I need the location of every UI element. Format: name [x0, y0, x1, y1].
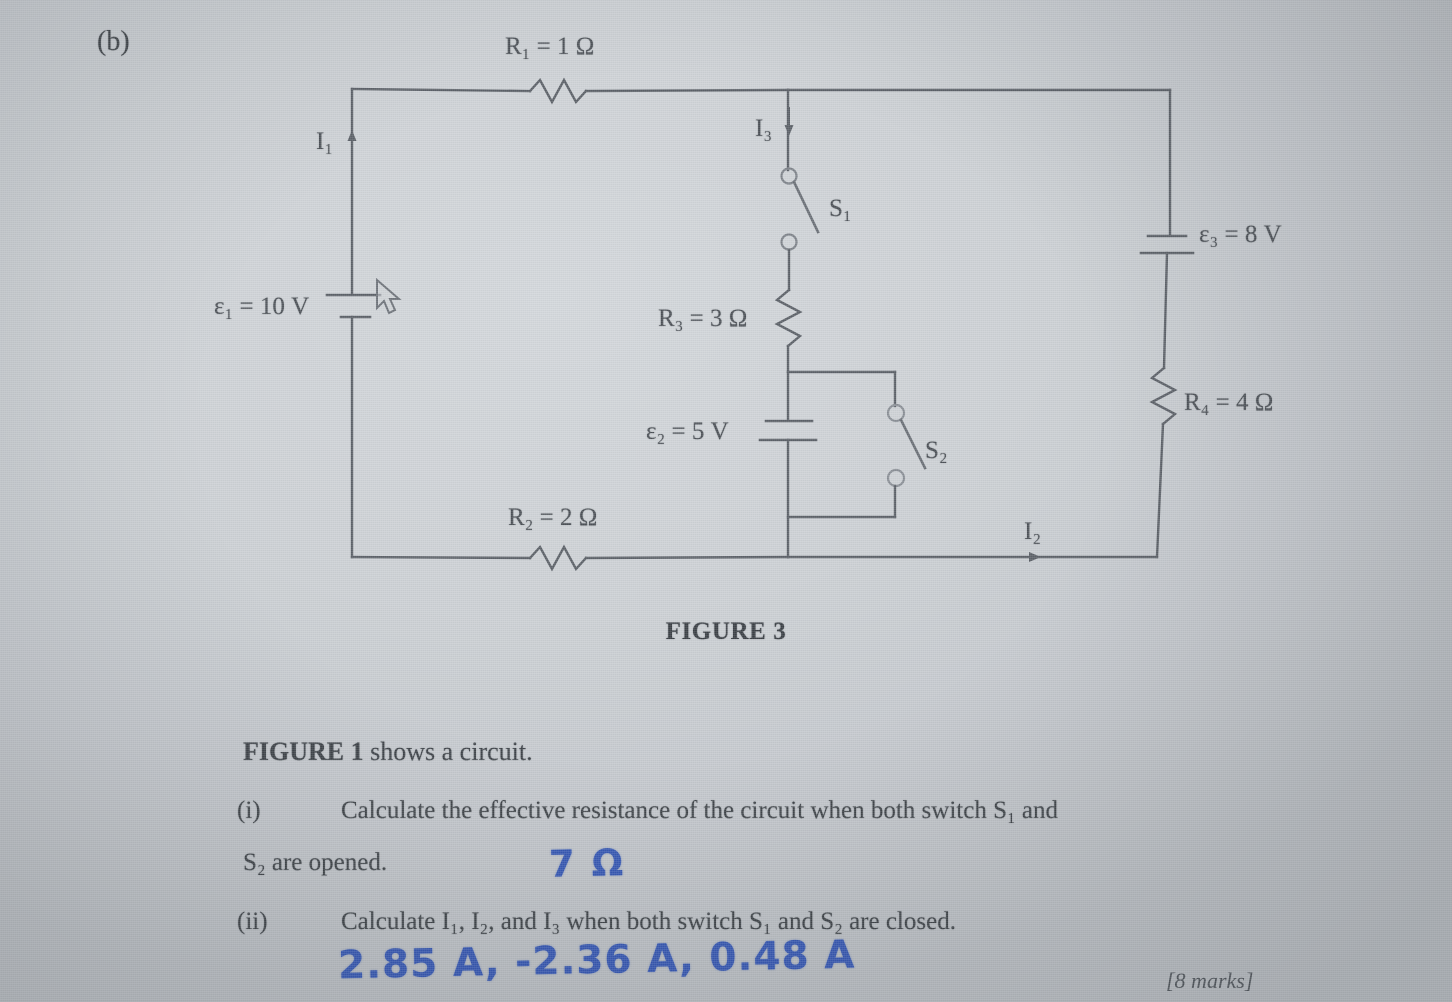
resistor-r2 [528, 544, 588, 572]
figure-caption: FIGURE 3 [665, 618, 787, 645]
circuit-schematic-svg [325, 77, 1195, 572]
wire-right-lower [1155, 422, 1165, 559]
label-r4: R₄ = 4 Ω [1184, 389, 1274, 416]
resistor-r4 [1149, 366, 1178, 426]
label-r1: R₁ = 1 Ω [505, 33, 595, 60]
marks-allocation: [8 marks] [1166, 968, 1254, 993]
current-arrow-i3-head [784, 125, 794, 136]
switch-s2-terminal-lower [886, 468, 906, 488]
label-r3: R₃ = 3 Ω [658, 305, 748, 332]
label-current-i1: I₁ [316, 128, 334, 155]
question-ii-text: Calculate I₁, I₂, and I₃ when both switc… [341, 908, 956, 935]
label-switch-s1: S₁ [829, 195, 852, 222]
wire-top-mid [584, 88, 790, 93]
current-arrow-i2-head [1029, 552, 1041, 562]
wire-right-mid [1162, 251, 1169, 370]
question-intro-rest: shows a circuit. [363, 737, 533, 766]
handwritten-answer-ii: 2.85 A, -2.36 A, 0.48 A [337, 932, 856, 989]
question-intro: FIGURE 1 shows a circuit. [243, 737, 533, 767]
circuit-diagram: R₁ = 1 Ω R₂ = 2 Ω R₃ = 3 Ω R₄ = 4 Ω ε₁ =… [214, 33, 1282, 572]
question-i-text: Calculate the effective resistance of th… [341, 797, 1059, 824]
switch-s1-terminal-lower [780, 233, 798, 251]
label-emf1: ε₁ = 10 V [214, 293, 310, 320]
label-switch-s2: S₂ [925, 437, 948, 464]
wire-bottom-left [350, 555, 532, 560]
switch-s1-blade [792, 180, 820, 234]
part-label-b: (b) [97, 26, 130, 57]
question-ii-number: (ii) [237, 908, 268, 935]
label-emf2: ε₂ = 5 V [646, 418, 729, 445]
question-intro-bold: FIGURE 1 [243, 737, 364, 766]
mouse-cursor-icon [376, 278, 402, 315]
switch-s2-blade [899, 418, 927, 470]
label-emf3: ε₃ = 8 V [1199, 221, 1282, 248]
label-current-i2: I₂ [1024, 518, 1042, 545]
question-i-continuation: S₂ are opened. [243, 849, 388, 876]
resistor-r1 [528, 77, 588, 105]
current-arrow-i1-head [347, 130, 357, 141]
resistor-r3 [774, 288, 803, 348]
label-r2: R₂ = 2 Ω [508, 504, 598, 531]
switch-s1-terminal-upper [780, 167, 798, 185]
label-current-i3: I₃ [755, 115, 773, 142]
wire-bottom-mid [584, 555, 790, 560]
handwritten-answer-i: 7 Ω [548, 841, 626, 886]
switch-s2-terminal-upper [886, 403, 906, 423]
wire-top-left [350, 87, 532, 93]
question-i-number: (i) [237, 797, 261, 824]
